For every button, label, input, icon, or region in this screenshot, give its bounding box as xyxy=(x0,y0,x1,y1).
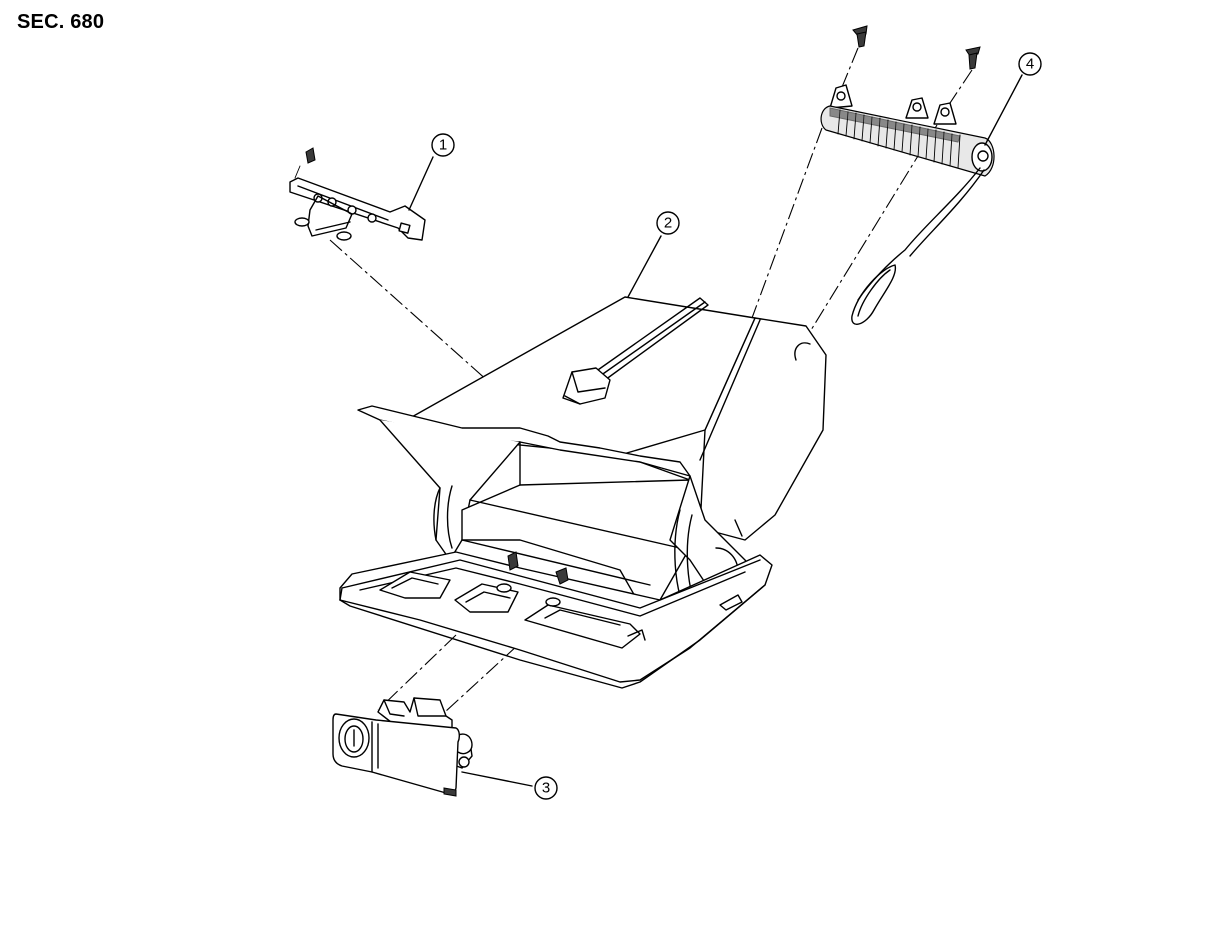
callout-1-label: 1 xyxy=(439,137,447,154)
callout-1: 1 xyxy=(431,133,455,157)
lock-latch xyxy=(332,697,473,797)
damper-screw-a xyxy=(852,25,868,48)
damper-cable-loop xyxy=(851,264,897,325)
lid-screw-b xyxy=(545,567,569,607)
damper-screw-b xyxy=(965,46,981,70)
damper xyxy=(820,25,995,325)
alignment-line-latch-left xyxy=(377,634,457,711)
callout-4-label: 4 xyxy=(1026,56,1034,73)
damper-cable xyxy=(857,167,981,301)
bracket-clip xyxy=(307,195,353,237)
alignment-line-screw-a xyxy=(839,47,859,93)
alignment-line-latch-right xyxy=(444,644,519,713)
section-label: SEC. 680 xyxy=(17,11,105,33)
leader-4 xyxy=(984,74,1023,146)
housing-rail xyxy=(594,297,709,381)
callout-4: 4 xyxy=(1018,52,1042,76)
bracket-screw xyxy=(305,147,316,164)
alignment-line-bracket xyxy=(329,239,546,433)
leader-1 xyxy=(408,156,434,211)
alignment-line-damper-right xyxy=(807,124,938,336)
lid-pocket-right xyxy=(524,604,641,649)
lid-screw-a xyxy=(496,551,519,593)
lid-pocket-left xyxy=(379,571,451,599)
alignment-line-damper-left xyxy=(751,127,823,319)
glove-box xyxy=(339,296,827,689)
callout-2: 2 xyxy=(656,211,680,235)
glove-box-housing-side xyxy=(699,317,827,541)
leader-2 xyxy=(627,235,662,298)
bracket xyxy=(289,147,426,241)
callout-3: 3 xyxy=(534,776,558,800)
callouts: 1 2 3 4 xyxy=(408,52,1042,800)
leader-3 xyxy=(461,771,533,787)
callout-3-label: 3 xyxy=(542,780,550,797)
callout-2-label: 2 xyxy=(664,215,672,232)
